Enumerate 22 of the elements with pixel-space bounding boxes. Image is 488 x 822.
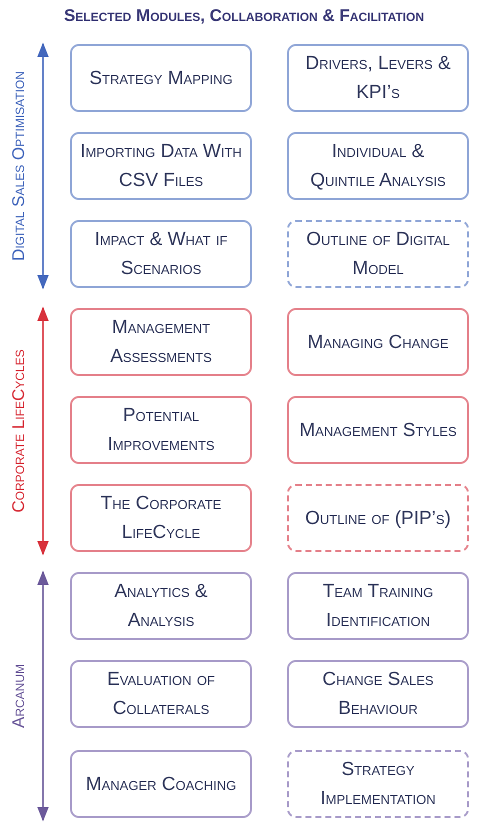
module-box: Change Sales Behaviour (287, 660, 469, 728)
module-box: Individual & Quintile Analysis (287, 132, 469, 200)
module-box: Potential Improvements (70, 396, 252, 464)
module-box: Manager Coaching (70, 750, 252, 818)
section-label: Arcanum (9, 664, 29, 728)
module-box: Outline of Digital Model (287, 220, 469, 288)
module-box: Management Styles (287, 396, 469, 464)
section-label: Digital Sales Optimisation (9, 71, 29, 261)
module-box: Managing Change (287, 308, 469, 376)
section-label: Corporate LifeCycles (9, 349, 29, 513)
module-box: Importing Data With CSV Files (70, 132, 252, 200)
module-box: Outline of (PIP’s) (287, 484, 469, 552)
module-box: Management Assessments (70, 308, 252, 376)
title: Selected Modules, Collaboration & Facilitation (62, 6, 426, 26)
module-box: Strategy Implementation (287, 750, 469, 818)
module-box: Evaluation of Collaterals (70, 660, 252, 728)
module-box: The Corporate LifeCycle (70, 484, 252, 552)
module-box: Analytics & Analysis (70, 572, 252, 640)
module-box: Strategy Mapping (70, 44, 252, 112)
module-box: Impact & What if Scenarios (70, 220, 252, 288)
module-box: Team Training Identification (287, 572, 469, 640)
module-box: Drivers, Levers & KPI’s (287, 44, 469, 112)
